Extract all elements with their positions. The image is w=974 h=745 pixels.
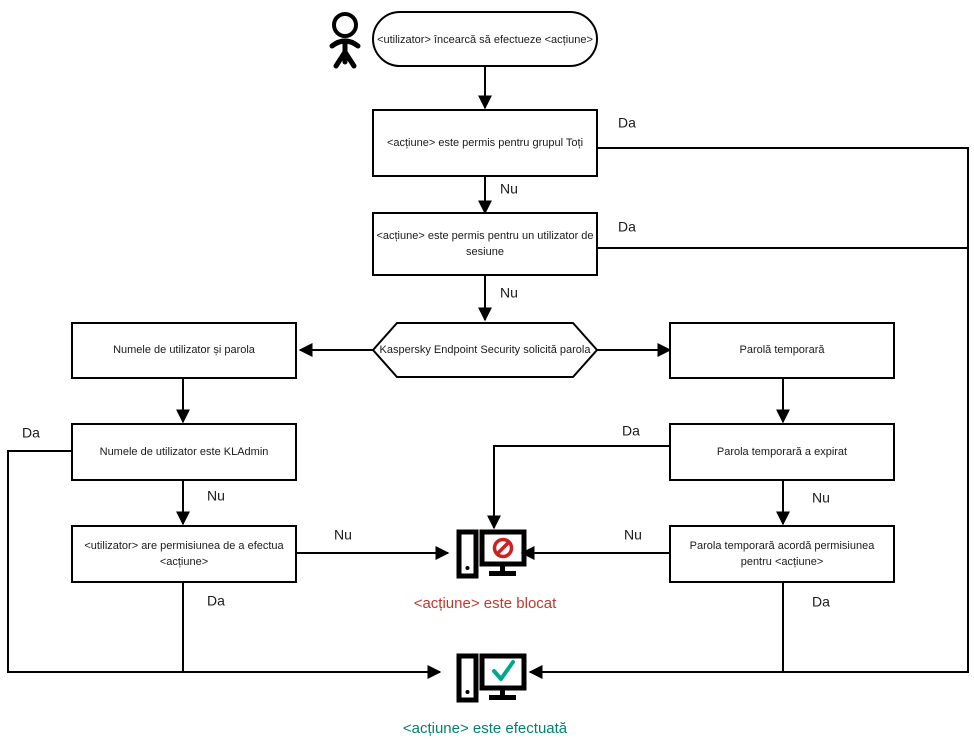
node-allowed-everyone-label: <acțiune> este permis pentru grupul Toți <box>387 137 583 149</box>
node-kes-requests-password-label: Kaspersky Endpoint Security solicită par… <box>380 344 592 356</box>
node-user-has-permission-label-1: <utilizator> are permisiunea de a efectu… <box>84 540 284 552</box>
edge-label-kladmin-yes: Da <box>22 425 40 441</box>
node-username-is-kladmin-label: Numele de utilizator este KLAdmin <box>100 446 269 458</box>
node-allowed-session-user[interactable]: <acțiune> este permis pentru un utilizat… <box>372 212 598 276</box>
edge-label-expired-no: Nu <box>812 490 830 506</box>
edge-label-permission-no: Nu <box>334 527 352 543</box>
node-temporary-password-grants-label-1: Parola temporară acordă permisiunea <box>690 540 876 552</box>
node-allowed-session-user-label-1: <acțiune> este permis pentru un utilizat… <box>376 230 593 242</box>
node-username-and-password[interactable]: Numele de utilizator și parola <box>71 322 297 379</box>
edge-label-kladmin-no: Nu <box>207 488 225 504</box>
computer-blocked-icon <box>456 529 527 579</box>
edge-label-grants-no: Nu <box>624 527 642 543</box>
success-caption: <acțiune> este efectuată <box>403 720 568 737</box>
edge-label-grants-yes: Da <box>812 594 830 610</box>
edge-label-allowed-session-yes: Da <box>618 219 636 235</box>
node-user-has-permission[interactable]: <utilizator> are permisiunea de a efectu… <box>71 525 297 583</box>
node-username-and-password-label: Numele de utilizator și parola <box>113 344 256 356</box>
node-start-label: <utilizator> încearcă să efectueze <acți… <box>377 34 593 46</box>
node-temporary-password-grants-label-2: pentru <acțiune> <box>741 556 824 568</box>
node-user-has-permission-label-2: <acțiune> <box>160 556 208 568</box>
node-temporary-password-expired-label: Parola temporară a expirat <box>717 446 847 458</box>
edge-label-allowed-everyone-no: Nu <box>500 181 518 197</box>
edge-label-allowed-session-no: Nu <box>500 285 518 301</box>
node-temporary-password-expired[interactable]: Parola temporară a expirat <box>669 423 895 481</box>
edge-kladmin-yes <box>7 450 442 679</box>
computer-allowed-icon <box>456 653 527 703</box>
edge-label-allowed-everyone-yes: Da <box>618 115 636 131</box>
node-temporary-password-grants[interactable]: Parola temporară acordă permisiunea pent… <box>669 525 895 583</box>
node-allowed-everyone[interactable]: <acțiune> este permis pentru grupul Toți <box>372 109 598 177</box>
node-username-is-kladmin[interactable]: Numele de utilizator este KLAdmin <box>71 423 297 481</box>
edge-allowed-everyone-yes <box>528 147 969 679</box>
edge-label-permission-yes: Da <box>207 593 225 609</box>
user-actor-icon <box>329 12 361 69</box>
node-temporary-password-label: Parolă temporară <box>740 344 826 356</box>
node-kes-requests-password[interactable]: Kaspersky Endpoint Security solicită par… <box>371 322 599 378</box>
node-temporary-password[interactable]: Parolă temporară <box>669 322 895 379</box>
edge-expired-yes <box>487 445 670 530</box>
node-start[interactable]: <utilizator> încearcă să efectueze <acți… <box>372 11 598 67</box>
blocked-caption: <acțiune> este blocat <box>414 595 557 612</box>
node-allowed-session-user-label-2: sesiune <box>466 246 504 258</box>
edge-label-expired-yes: Da <box>622 423 640 439</box>
